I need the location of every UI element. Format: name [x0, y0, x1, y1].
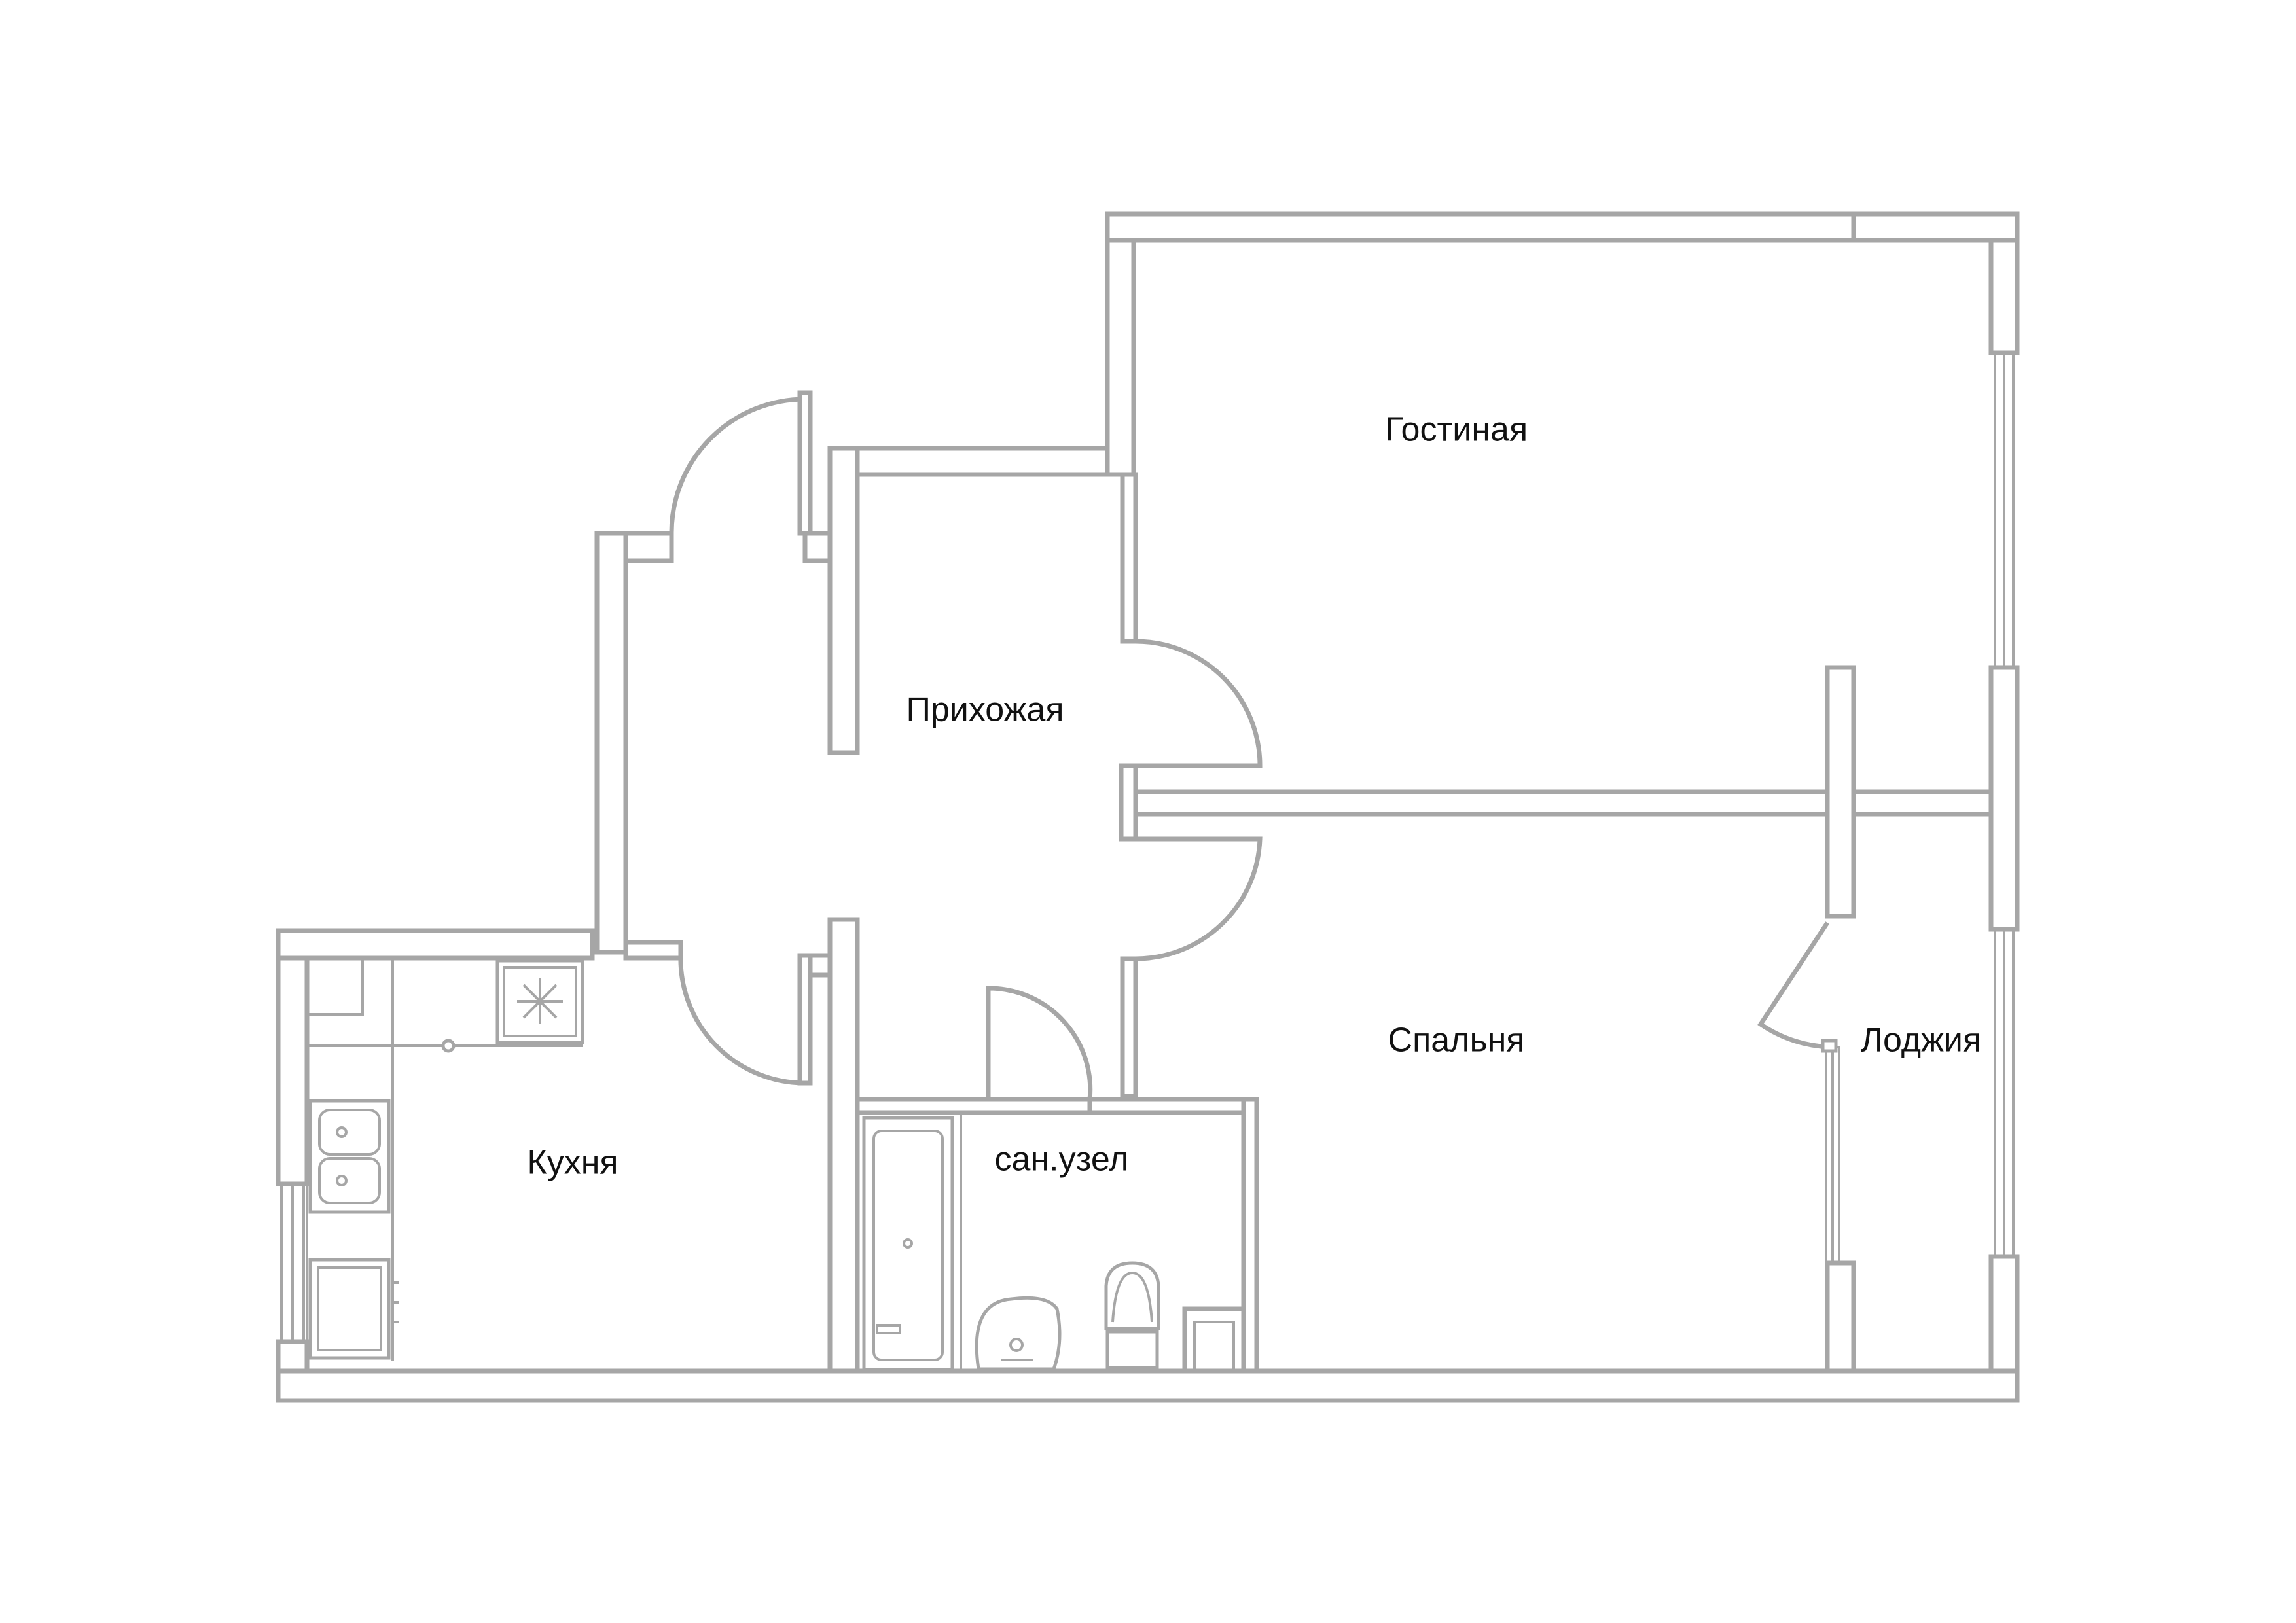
kitchen-fixtures: [306, 957, 584, 1361]
stove-burner-icon: [517, 978, 563, 1024]
wall-bath-top: [855, 1097, 1092, 1115]
wall-entry-jamb: [802, 531, 833, 563]
wall-bath-top-right: [1087, 1097, 1259, 1115]
toilet-seat: [1111, 1271, 1153, 1323]
sink-drain-bottom: [336, 1175, 348, 1186]
door-entrance: [669, 397, 808, 561]
toilet-tank: [1105, 1330, 1159, 1370]
interior-walls: [802, 446, 1994, 1374]
wall-left-living: [1105, 238, 1136, 477]
door-kitchen-leaf: [797, 953, 813, 1086]
wall-left-hall: [594, 531, 628, 955]
wall-kitchen-bath: [827, 917, 860, 1374]
fridge-ticks: [393, 1281, 399, 1323]
label-kitchen: Кухня: [527, 1144, 618, 1182]
fridge-inner: [317, 1266, 382, 1351]
kitchen-corner-cabinet: [306, 957, 364, 1016]
wall-top-hall: [827, 446, 1110, 477]
wall-top-living: [1105, 211, 2020, 243]
wall-bottom: [276, 1368, 2020, 1403]
label-living-room: Гостиная: [1385, 411, 1528, 449]
bathtub-inner: [872, 1130, 944, 1361]
washbasin-drain: [1009, 1338, 1024, 1352]
stove-top: [503, 966, 577, 1037]
label-hallway: Прихожая: [906, 691, 1064, 729]
bathtub: [862, 1116, 954, 1372]
wall-partition-stub: [1119, 763, 1138, 842]
sink-bowl-bottom: [318, 1157, 381, 1204]
wall-loggia-pillar: [1825, 665, 1856, 919]
label-bathroom: сан.узел: [995, 1141, 1129, 1179]
label-bedroom: Спальня: [1388, 1022, 1525, 1060]
bath-shaft-inner: [1193, 1321, 1235, 1372]
wall-right-pier: [1988, 665, 2020, 932]
windows: [280, 351, 2015, 1343]
hood-knob: [441, 1039, 456, 1053]
bathtub-drain: [903, 1238, 913, 1249]
door-loggia: [1757, 921, 1833, 1050]
wall-left-kitchen-lower: [276, 1339, 310, 1374]
room-labels: Гостиная Прихожая Спальня Лоджия Кухня с…: [527, 411, 1981, 1182]
door-kitchen-jamb: [623, 940, 683, 961]
wall-living-west-upper: [1120, 472, 1138, 644]
bathroom-fixtures: [862, 1113, 1160, 1372]
sink: [308, 1099, 391, 1214]
sink-bowl-top: [318, 1109, 381, 1156]
bathtub-faucet: [876, 1324, 901, 1334]
wall-left-kitchen-upper: [276, 955, 310, 1186]
washbasin: [975, 1296, 1062, 1371]
sink-drain-top: [336, 1126, 348, 1138]
wall-bedroom-west: [1120, 956, 1138, 1099]
toilet: [1104, 1261, 1160, 1330]
door-kitchen: [678, 955, 806, 1086]
door-bathroom: [986, 986, 1093, 1100]
wall-loggia-link: [1851, 789, 1994, 817]
wall-hall-west: [827, 446, 860, 755]
label-loggia: Лоджия: [1861, 1022, 1981, 1060]
door-entrance-leaf: [797, 390, 813, 536]
door-bedroom: [1135, 836, 1263, 961]
wall-left-hall-cap: [623, 531, 674, 563]
wall-bath-east: [1241, 1097, 1259, 1374]
door-living: [1135, 639, 1263, 768]
outer-walls: [276, 211, 2020, 1403]
wall-loggia-lower: [1825, 1260, 1856, 1374]
wall-right-upper: [1988, 238, 2020, 355]
door-loggia-post: [1821, 1039, 1838, 1053]
fridge: [308, 1258, 391, 1360]
doors: [623, 390, 1838, 1100]
wall-top-kitchen: [276, 928, 595, 961]
wall-living-bedroom: [1133, 789, 1830, 817]
